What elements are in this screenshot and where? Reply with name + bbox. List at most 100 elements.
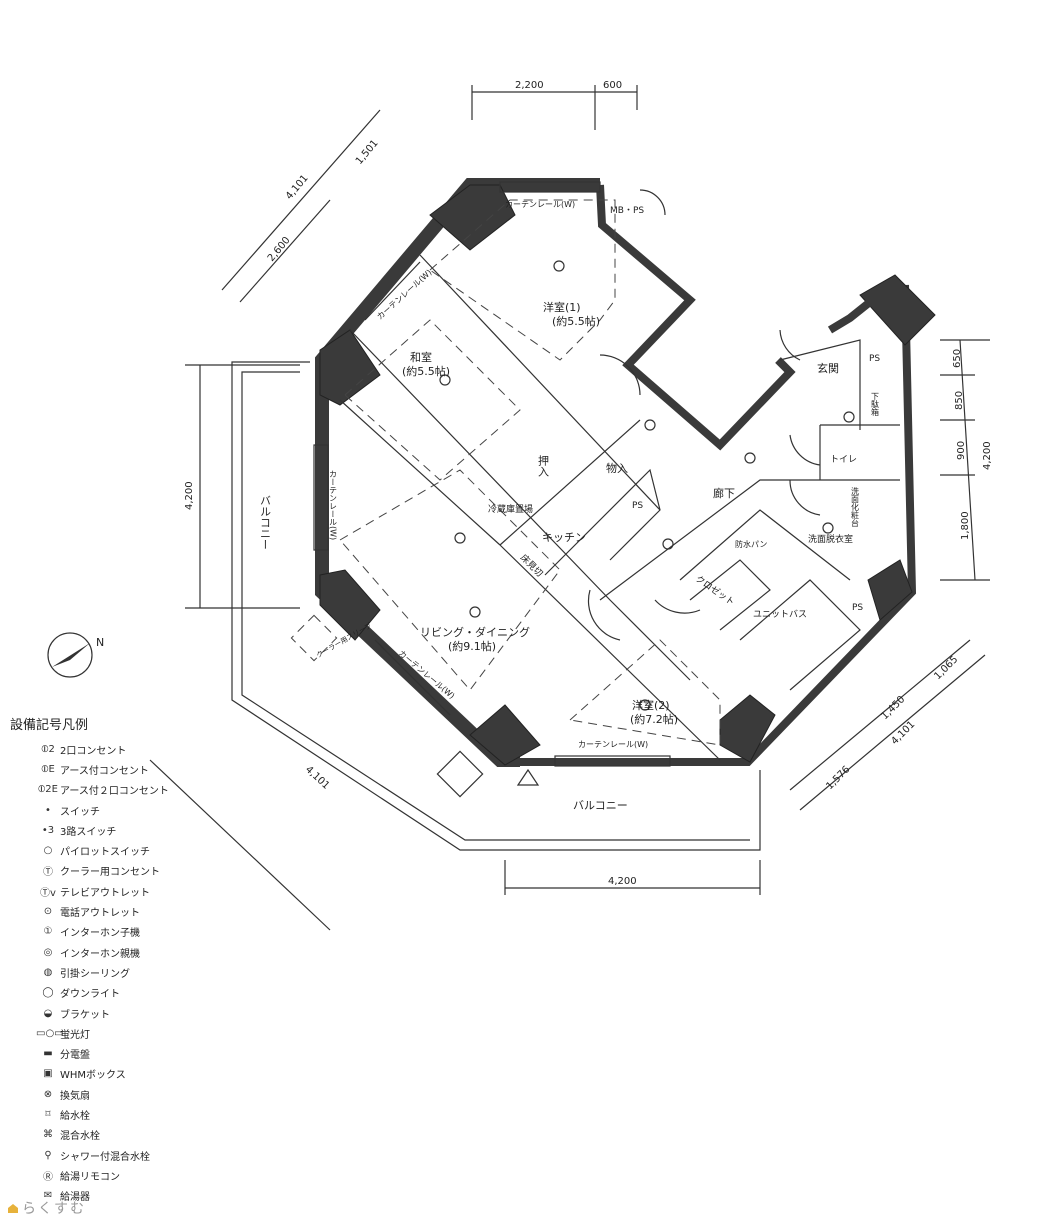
balcony-west-label: バルコニー xyxy=(259,495,272,550)
legend-item: ✉給湯器 xyxy=(10,1186,230,1206)
room-kitchen-label: キッチン xyxy=(542,531,586,544)
door-swing xyxy=(587,589,621,641)
column-nw xyxy=(429,184,516,251)
legend-label: 給湯リモコン xyxy=(60,1171,120,1183)
balcony-south-label: バルコニー xyxy=(573,799,628,812)
door-swing xyxy=(654,599,701,614)
room-toilet-label: トイレ xyxy=(830,455,857,465)
legend-item: ⊙電話アウトレット xyxy=(10,901,230,921)
outdoor-unit-space xyxy=(290,614,338,662)
partition xyxy=(679,509,851,581)
legend-symbol-icon: ◎ xyxy=(43,946,53,958)
interior-wall-notch xyxy=(596,184,796,451)
legend-label: テレビアウトレット xyxy=(60,887,150,899)
legend-symbol-icon: ① xyxy=(43,926,53,938)
room-ps-bath-label: PS xyxy=(852,603,863,613)
partition xyxy=(739,579,861,691)
ceiling-outline-western1 xyxy=(429,199,616,361)
legend-item: ① インターホン子機 xyxy=(10,922,230,942)
washer-pan-label: 防水パン xyxy=(735,539,767,549)
partition xyxy=(499,544,721,761)
legend-label: アース付コンセント xyxy=(60,765,149,777)
legend-symbol-icon: ▭○▭ xyxy=(36,1027,64,1039)
legend-symbol-icon: ▣ xyxy=(43,1068,53,1080)
dimension-lines xyxy=(149,85,990,931)
legend-label: 引掛シーリング xyxy=(60,968,130,980)
curtain-rail-label-north: カーテンレール(W) xyxy=(505,200,575,209)
dim-top-a: 2,200 xyxy=(515,80,544,91)
room-living-label: リビング・ダイニング xyxy=(420,625,530,639)
partition xyxy=(779,339,861,430)
room-japanese-label: 和室 xyxy=(410,350,432,364)
dim-nw-b: 2,600 xyxy=(266,235,293,264)
legend-symbol-icon: •3 xyxy=(41,824,55,836)
legend-label: ダウンライト xyxy=(60,989,120,1001)
legend-symbol-icon: ▬ xyxy=(43,1048,53,1060)
legend-label: WHMボックス xyxy=(60,1070,126,1082)
legend-label: パイロットスイッチ xyxy=(60,847,150,859)
dim-se-b: 1,450 xyxy=(879,694,907,722)
legend-item: ⚲シャワー付混合水栓 xyxy=(10,1145,230,1165)
legend-item: ▭○▭蛍光灯 xyxy=(10,1023,230,1043)
balcony-west-outline xyxy=(231,361,761,851)
legend-symbol-icon: ⌑ xyxy=(45,1108,51,1120)
legend-item: Ⓣv テレビアウトレット xyxy=(10,881,230,901)
legend-symbol-icon: ⊗ xyxy=(43,1088,53,1100)
legend-item: ▣ WHMボックス xyxy=(10,1064,230,1084)
ceiling-outline-living xyxy=(339,469,561,691)
column-w xyxy=(319,329,381,406)
legend-symbol-icon: ○ xyxy=(43,845,53,857)
legend-item: ◯ ダウンライト xyxy=(10,983,230,1003)
room-unit-bath-label: ユニットバス xyxy=(753,609,807,620)
column-sw xyxy=(319,569,381,641)
legend-symbol-icon: Ⓣv xyxy=(40,887,56,899)
legend-item: ⌑ 給水栓 xyxy=(10,1104,230,1124)
room-western1-size: (約5.5帖) xyxy=(552,314,600,328)
column-se xyxy=(719,694,776,763)
room-western2-size: (約7.2帖) xyxy=(630,712,678,726)
legend-label: スイッチ xyxy=(60,806,100,818)
dim-right-d: 1,800 xyxy=(960,511,971,540)
floor-edge-label: 床見切 xyxy=(518,552,546,580)
dim-top-b: 600 xyxy=(603,80,622,91)
legend-label: ブラケット xyxy=(60,1009,110,1021)
legend-symbol-icon: ◯ xyxy=(42,987,54,999)
legend-label: クーラー用コンセント xyxy=(60,867,160,879)
legend-item: ○ パイロットスイッチ xyxy=(10,840,230,860)
legend-label: 2口コンセント xyxy=(60,745,127,757)
legend-label: 混合水栓 xyxy=(60,1131,100,1143)
window-living xyxy=(374,639,451,716)
compass: N xyxy=(47,632,104,678)
door-swing xyxy=(779,329,801,361)
legend-label: 給水栓 xyxy=(60,1110,90,1122)
door-swing xyxy=(789,479,821,516)
legend-item: •スイッチ xyxy=(10,800,230,820)
room-storage-label: 物入 xyxy=(606,461,628,475)
ceiling-outline-japanese xyxy=(344,319,521,481)
watermark-logo: らくすむ xyxy=(8,1198,86,1218)
room-fridge-label: 冷蔵庫置場 xyxy=(488,503,533,515)
legend-symbol-icon: ⌘ xyxy=(43,1129,53,1141)
partition xyxy=(689,559,771,631)
legend-title: 設備記号凡例 xyxy=(10,718,89,733)
legend-symbol-icon: ⦶2E xyxy=(38,784,58,796)
legend-label: インターホン子機 xyxy=(60,928,140,940)
legend-symbol-icon: ◒ xyxy=(43,1007,53,1019)
room-japanese-size: (約5.5帖) xyxy=(402,364,450,378)
dim-right-c: 900 xyxy=(956,441,967,460)
column-e xyxy=(867,559,913,621)
legend-symbol-icon: ⦶E xyxy=(41,763,55,775)
legend-symbol-icon: ◍ xyxy=(43,966,53,978)
dim-left: 4,200 xyxy=(184,481,195,510)
window-japanese xyxy=(364,261,421,321)
room-western1-label: 洋室(1) xyxy=(543,300,581,314)
compass-north-label: N xyxy=(96,636,104,649)
legend-symbol-icon: Ⓡ xyxy=(43,1171,53,1183)
legend-item: ◍ 引掛シーリング xyxy=(10,962,230,982)
column-s xyxy=(469,704,541,766)
legend-symbol-icon: ⚲ xyxy=(44,1149,52,1161)
legend-symbol-icon: ⊙ xyxy=(43,906,53,918)
legend-item: Ⓡ 給湯リモコン xyxy=(10,1165,230,1185)
